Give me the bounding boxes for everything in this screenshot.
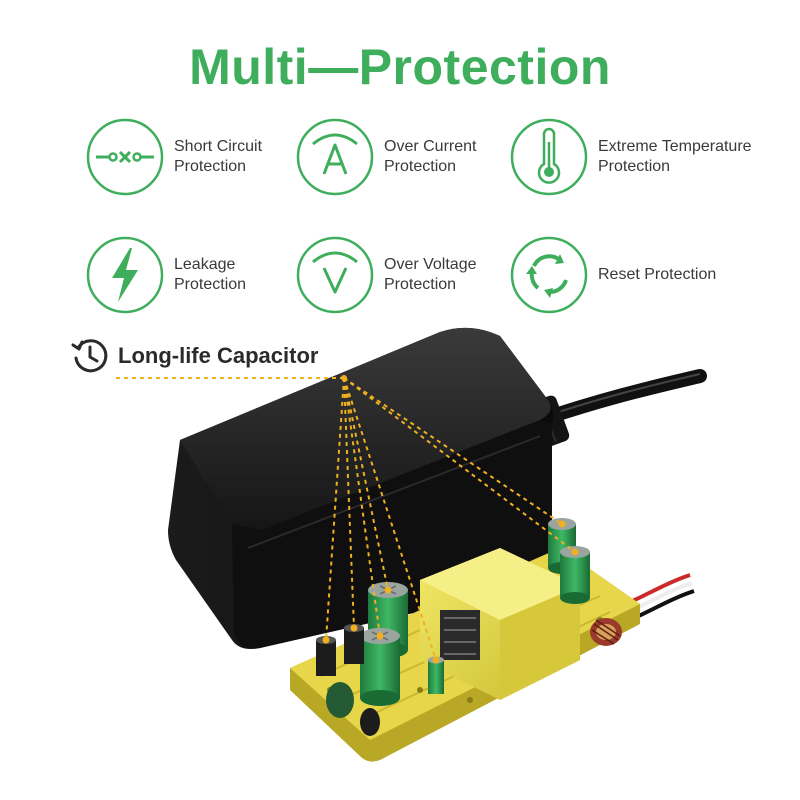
feature-label: Extreme Temperature Protection xyxy=(598,138,752,175)
callout-lines xyxy=(116,377,576,661)
reset-arrows-icon xyxy=(510,236,588,314)
feature-reset: Reset Protection xyxy=(510,236,716,314)
short-circuit-icon xyxy=(86,118,164,196)
capacitor-label: Long-life Capacitor xyxy=(118,343,319,368)
feature-over-current: Over Current Protection xyxy=(296,118,476,196)
feature-short-circuit: Short Circuit Protection xyxy=(86,118,262,196)
feature-label: Over Voltage Protection xyxy=(384,256,477,293)
capacitor-callout: Long-life Capacitor xyxy=(70,336,318,376)
transformer xyxy=(420,548,580,700)
page-title: Multi—Protection xyxy=(189,39,611,95)
lightning-bolt-icon xyxy=(86,236,164,314)
over-current-icon xyxy=(296,118,374,196)
feature-label: Leakage Protection xyxy=(174,256,247,293)
feature-over-voltage: Over Voltage Protection xyxy=(296,236,477,314)
feature-label: Over Current Protection xyxy=(384,138,477,175)
over-voltage-icon xyxy=(296,236,374,314)
inductor xyxy=(590,618,622,646)
feature-extreme-temperature: Extreme Temperature Protection xyxy=(510,118,752,196)
feature-label: Short Circuit Protection xyxy=(174,138,263,175)
capacitor-ceramic xyxy=(326,682,380,736)
feature-leakage: Leakage Protection xyxy=(86,236,246,314)
callout-markers xyxy=(322,375,579,664)
clock-history-icon xyxy=(71,339,108,373)
capacitor-large-2 xyxy=(360,628,400,706)
feature-label: Reset Protection xyxy=(598,266,717,283)
thermometer-icon xyxy=(510,118,588,196)
